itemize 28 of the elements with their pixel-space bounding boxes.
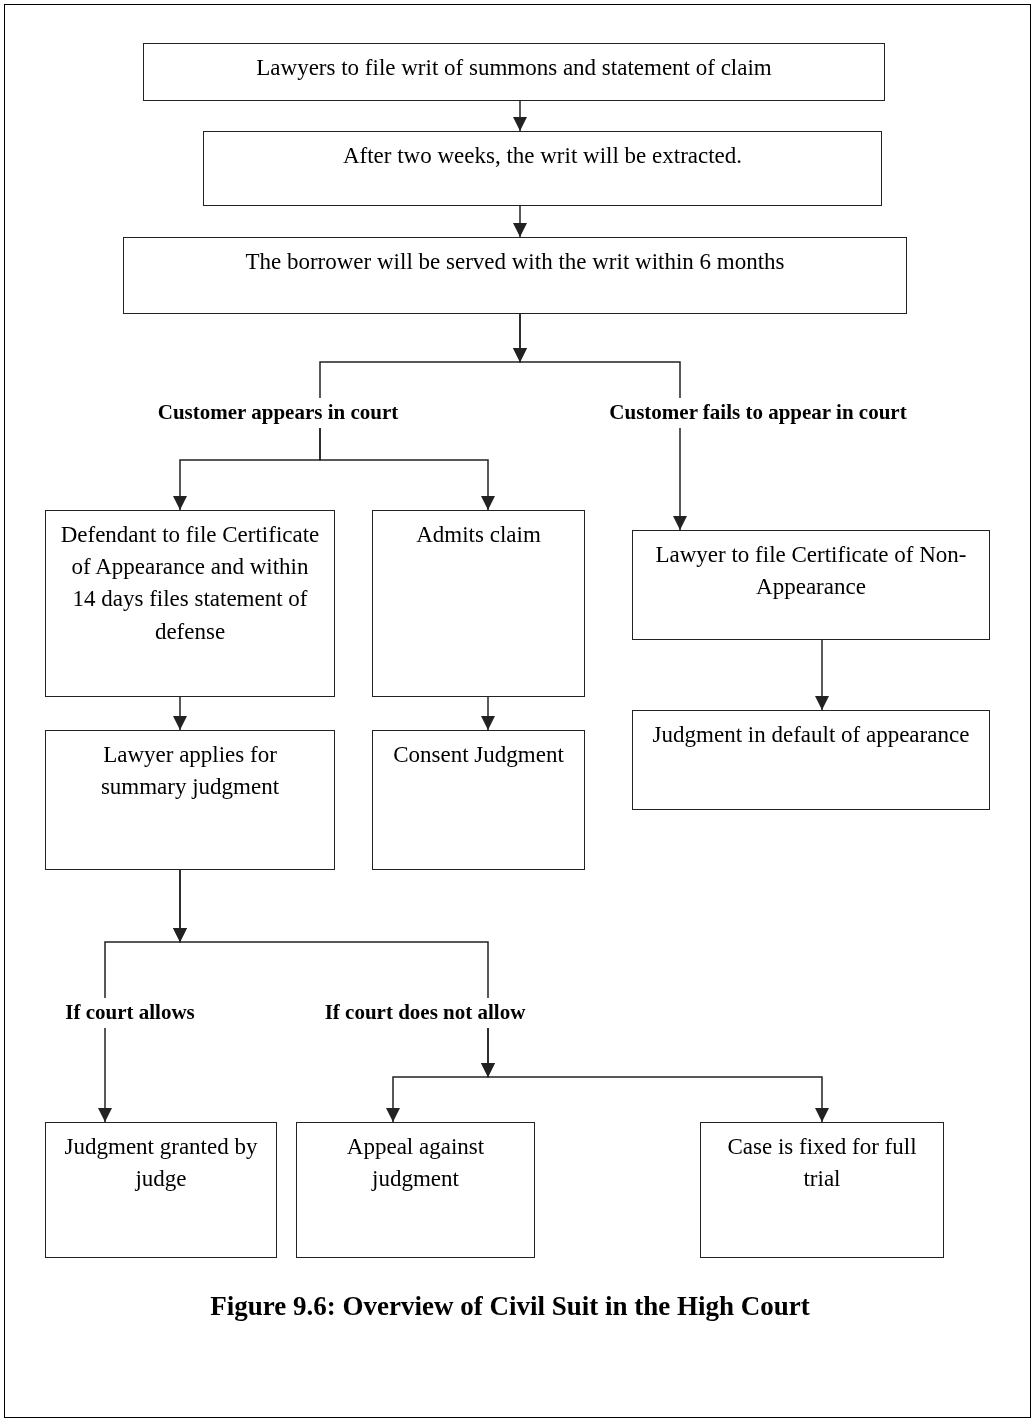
branch-label: Customer fails to appear in court: [562, 398, 954, 428]
connector-arrow: [319, 427, 495, 511]
process-box: Admits claim: [372, 510, 585, 697]
figure-caption: Figure 9.6: Overview of Civil Suit in the High Court: [209, 1290, 811, 1323]
process-box: Lawyer to file Certificate of Non-Appearance: [632, 530, 990, 640]
process-box: Lawyers to file writ of summons and statement of claim: [143, 43, 885, 101]
branch-label: If court does not allow: [292, 998, 558, 1028]
connector-arrow: [173, 869, 489, 999]
branch-label: Customer appears in court: [118, 398, 438, 428]
process-box: Consent Judgment: [372, 730, 585, 870]
connector-arrow: [481, 696, 495, 731]
process-box: The borrower will be served with the writ within 6 months: [123, 237, 907, 314]
connector-arrow: [481, 1027, 829, 1123]
connector-arrow: [513, 100, 527, 132]
process-box: Judgment granted by judge: [45, 1122, 277, 1258]
process-box: Appeal against judgment: [296, 1122, 535, 1258]
process-box: Case is fixed for full trial: [700, 1122, 944, 1258]
process-box: Defendant to file Certificate of Appearance and within 14 days files statement of defense: [45, 510, 335, 697]
connector-arrow: [815, 639, 829, 711]
process-box: After two weeks, the writ will be extracted.: [203, 131, 882, 206]
process-box: Judgment in default of appearance: [632, 710, 990, 810]
connector-arrow: [513, 313, 681, 399]
branch-label: If court allows: [42, 998, 218, 1028]
connector-arrow: [98, 1027, 112, 1123]
connector-arrow: [173, 696, 187, 731]
connector-arrow: [513, 205, 527, 238]
connector-arrow: [673, 427, 687, 531]
process-box: Lawyer applies for summary judgment: [45, 730, 335, 870]
